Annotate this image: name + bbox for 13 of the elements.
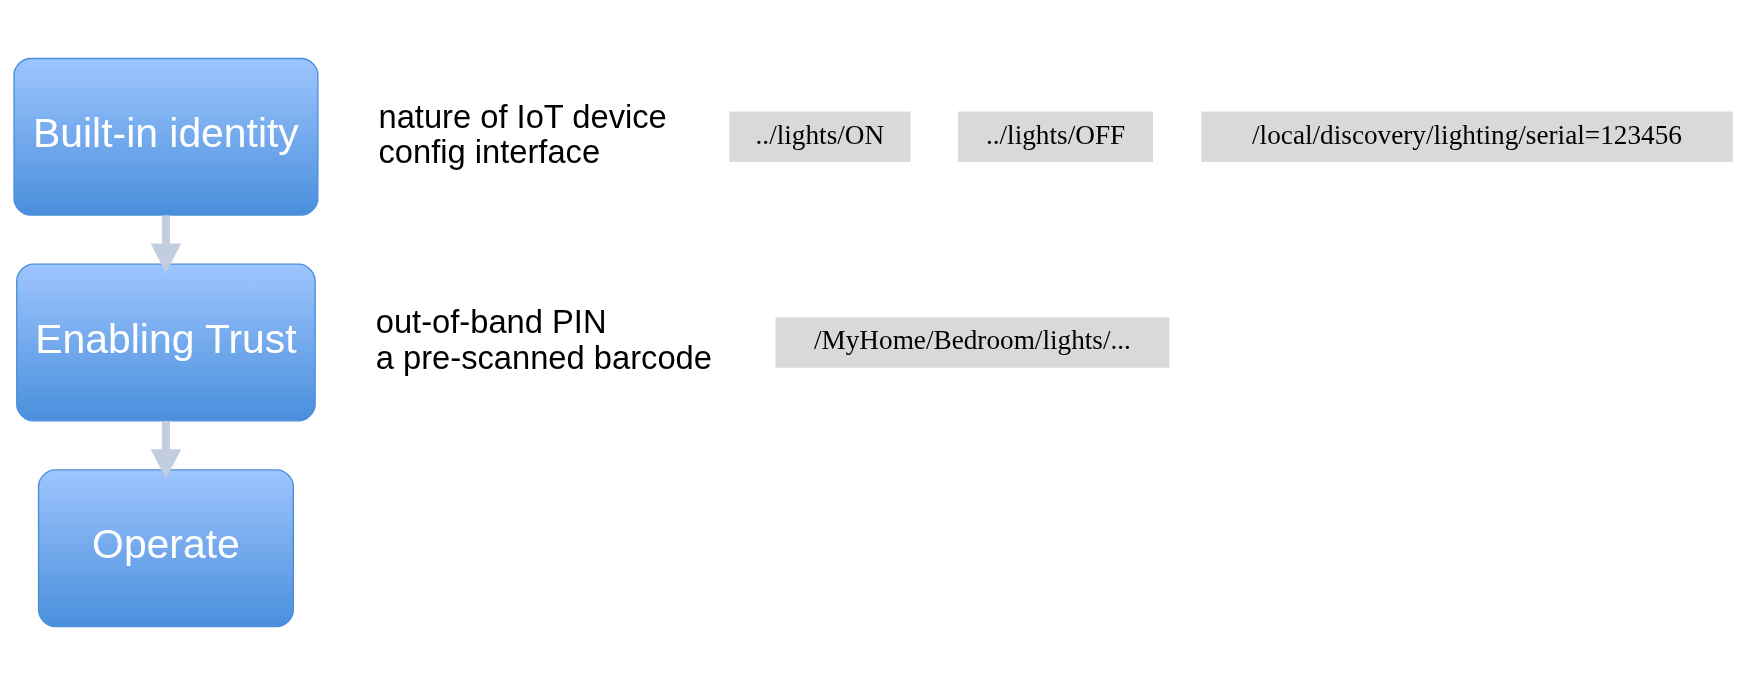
node-box: /MyHome/Bedroom/lights/... [775, 317, 1170, 368]
node-label: a pre-scanned barcode [375, 338, 712, 376]
node-label: nature of IoT device [378, 97, 667, 135]
node-box: ../lights/OFF [958, 111, 1153, 162]
node-box: Enabling Trust [16, 263, 316, 422]
node-box: Operate [37, 469, 294, 628]
arrow [150, 421, 182, 479]
arrow [150, 215, 182, 273]
node-box: ../lights/ON [729, 111, 911, 162]
node-label: config interface [378, 132, 601, 170]
node-box: /local/discovery/lighting/serial=123456 [1201, 111, 1733, 162]
node-label: out-of-band PIN [375, 303, 607, 341]
node-box: Built-in identity [13, 57, 319, 216]
